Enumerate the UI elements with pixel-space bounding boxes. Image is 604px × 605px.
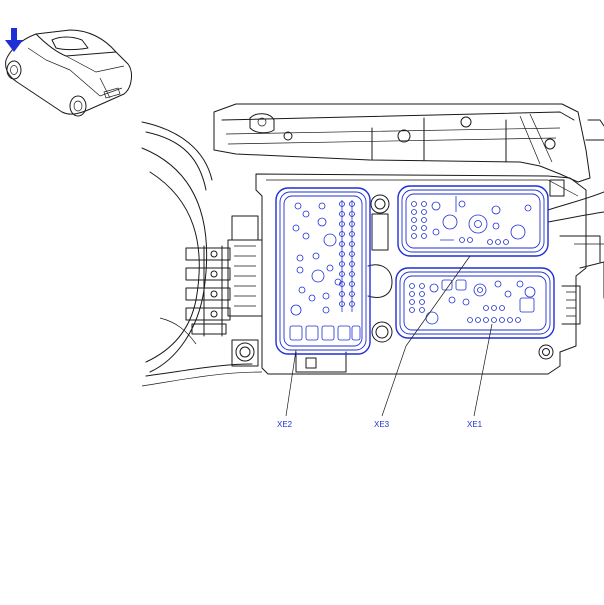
connector-xe1[interactable] bbox=[395, 267, 555, 339]
label-xe2: XE2 bbox=[277, 420, 293, 429]
xe3-pin-field bbox=[411, 196, 532, 245]
car-thumbnail-icon bbox=[5, 29, 132, 117]
xe1-pin-field bbox=[409, 279, 536, 325]
connector-xe2[interactable] bbox=[275, 187, 371, 355]
locator-thumbnail bbox=[5, 28, 132, 117]
vehicle-structure bbox=[141, 103, 604, 387]
xe2-pin-field bbox=[289, 200, 361, 341]
arrow-down-icon bbox=[5, 28, 23, 52]
connector-xe3[interactable] bbox=[397, 185, 549, 257]
label-xe1: XE1 bbox=[467, 420, 483, 429]
label-xe3: XE3 bbox=[374, 420, 390, 429]
leader-lines bbox=[285, 255, 493, 417]
